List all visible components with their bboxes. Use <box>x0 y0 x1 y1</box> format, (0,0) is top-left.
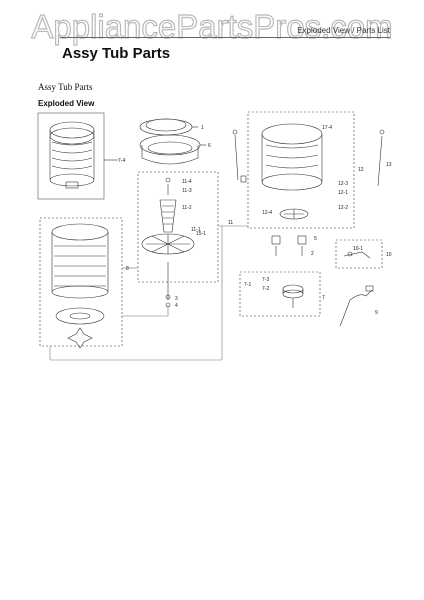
callout-11-1: 11-1 <box>191 227 201 233</box>
part-8-basket <box>51 223 109 349</box>
callout-9: 9 <box>375 310 378 316</box>
header-rule <box>60 37 390 38</box>
part-6-balancer <box>139 134 206 165</box>
callout-7: 7 <box>322 295 325 301</box>
callout-12-4: 12-4 <box>262 210 272 216</box>
callout-15-1: 15-1 <box>196 231 206 237</box>
callout-13: 13 <box>386 162 392 168</box>
part-9-harness <box>339 285 374 327</box>
callout-1: 1 <box>201 125 204 131</box>
header-right-text: Exploded View / Parts List <box>297 26 390 35</box>
part-7-clutch <box>282 284 304 308</box>
callout-8: 8 <box>126 266 129 272</box>
section-subtitle: Assy Tub Parts <box>38 82 93 92</box>
callout-10: 10 <box>386 252 392 258</box>
parts-2-5-valves <box>271 235 307 256</box>
part-9-assembly <box>37 112 118 200</box>
callout-4: 4 <box>175 303 178 309</box>
callout-10-1: 10-1 <box>353 246 363 252</box>
callout-3: 3 <box>175 296 178 302</box>
callout-12-2: 12-2 <box>338 205 348 211</box>
page-title: Assy Tub Parts <box>62 45 171 62</box>
callout-7-2: 7-2 <box>262 286 269 292</box>
part-10-group <box>335 239 383 269</box>
callout-2: 2 <box>311 251 314 257</box>
callout-12-1: 12-1 <box>338 190 348 196</box>
part-1-ring <box>139 118 198 136</box>
part-7-group <box>239 271 321 317</box>
callout-11-2: 11-2 <box>182 205 192 211</box>
part-10-sensor <box>343 251 371 259</box>
callout-12-3: 12-3 <box>338 181 348 187</box>
callout-5: 5 <box>314 236 317 242</box>
guide-lines <box>49 225 248 361</box>
callout-6: 6 <box>208 143 211 149</box>
part-8-group <box>39 217 123 347</box>
callout-7-4: 7-4 <box>118 158 125 164</box>
callout-11: 11 <box>228 220 233 226</box>
callout-12: 12 <box>358 167 364 173</box>
watermark-logo: AppliancePartsPros.com <box>31 7 394 45</box>
part-11-pulsator <box>141 177 195 308</box>
hoses <box>232 129 385 187</box>
callout-labels: 1 6 17-4 7-4 11-4 11-3 11-2 11-1 11 13 1… <box>118 125 392 316</box>
watermark-text: AppliancePartsPros.com <box>31 8 392 45</box>
part-12-group <box>247 111 355 229</box>
callout-11-3: 11-3 <box>182 188 192 194</box>
part-12-outer-tub <box>261 123 323 220</box>
callout-17-4: 17-4 <box>322 125 332 131</box>
exploded-view-label: Exploded View <box>38 99 95 108</box>
part-11-group <box>137 171 219 283</box>
callout-11-4: 11-4 <box>182 179 192 185</box>
callout-7-1: 7-1 <box>244 282 251 288</box>
callout-7-3: 7-3 <box>262 277 269 283</box>
